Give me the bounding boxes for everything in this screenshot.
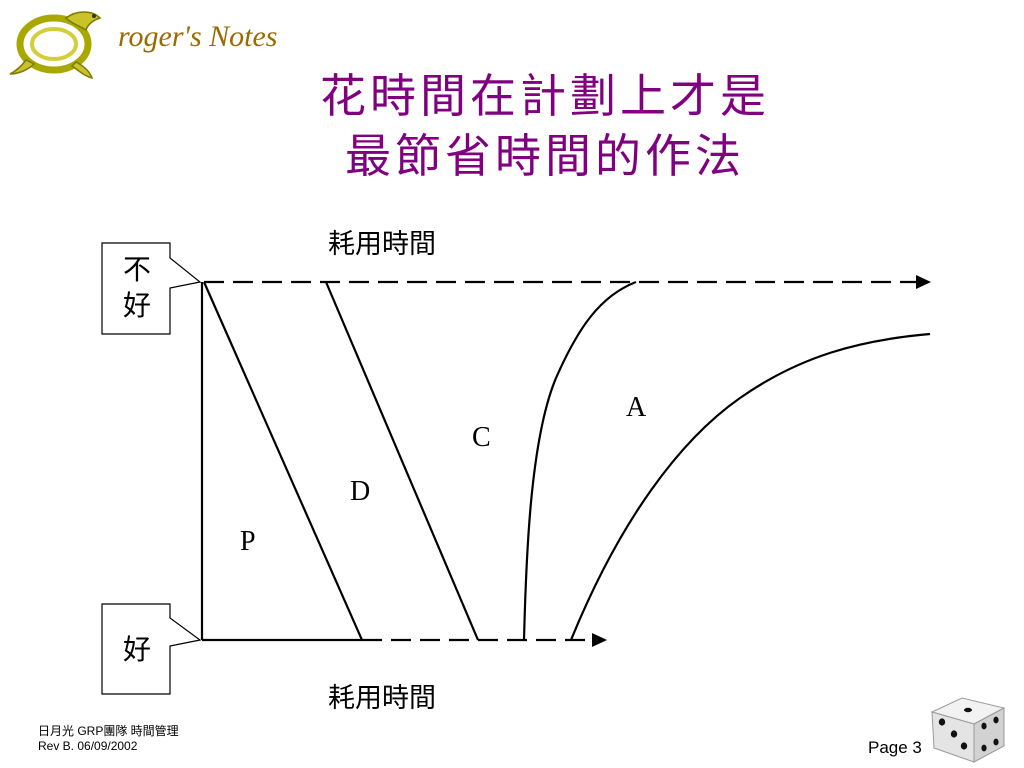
page-number: Page 3 — [868, 738, 922, 757]
curve-a — [569, 332, 931, 641]
footer-team: 日月光 GRP團隊 時間管理 — [38, 724, 179, 738]
bottom-arrow-head — [592, 633, 607, 647]
region-label-d: D — [350, 476, 371, 507]
region-label-p: P — [240, 526, 256, 557]
callout-bottom-box — [101, 603, 202, 695]
region-label-c: C — [472, 422, 491, 453]
title-line-1: 花時間在計劃上才是 — [320, 69, 770, 123]
curve-c — [522, 280, 637, 641]
dice-icon — [930, 697, 1006, 763]
callout-top-box — [101, 242, 202, 335]
top-axis-label: 耗用時間 — [328, 229, 436, 260]
footer-revision: Rev B. 06/09/2002 — [38, 739, 138, 753]
line-d — [324, 281, 480, 641]
region-label-a: A — [626, 392, 647, 423]
brand-name: roger's Notes — [118, 20, 278, 53]
callout-top-label: 不好 — [122, 253, 151, 322]
callout-bottom-label: 好 — [122, 633, 151, 666]
page-title: 花時間在計劃上才是 最節省時間的作法 — [220, 66, 870, 186]
bottom-axis-label: 耗用時間 — [328, 683, 436, 714]
title-line-2: 最節省時間的作法 — [345, 129, 745, 183]
line-p — [202, 281, 364, 641]
dragon-logo-icon — [9, 11, 102, 80]
top-arrow-head — [916, 275, 931, 289]
